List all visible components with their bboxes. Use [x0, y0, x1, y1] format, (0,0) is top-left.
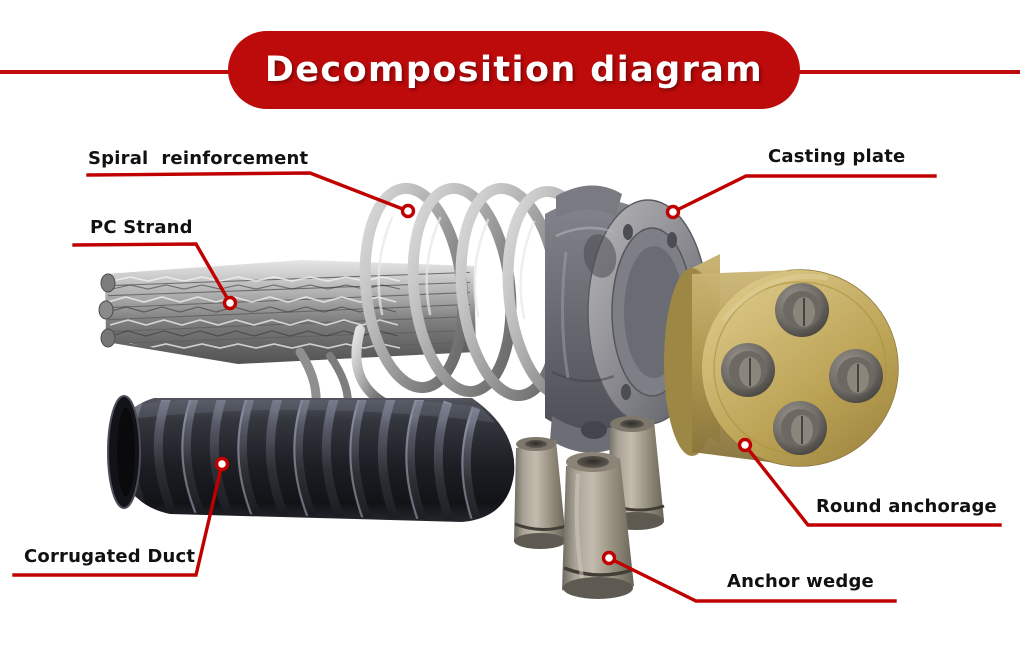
header-rule-left: [0, 70, 245, 74]
title-banner: Decomposition diagram: [228, 31, 800, 109]
page-title: Decomposition diagram: [264, 50, 764, 90]
corrugated-duct-photo: [107, 395, 515, 522]
callout-label-spiral-reinforcement: Spiral reinforcement: [88, 148, 309, 169]
round-anchorage-photo: [664, 254, 899, 467]
anchorage-holes: [721, 283, 883, 455]
anchor-wedge-photo: [514, 416, 665, 599]
callout-label-pc-strand: PC Strand: [90, 217, 193, 238]
header-rule-right: [775, 70, 1020, 74]
spiral-reinforcement-highlight: [377, 216, 536, 320]
callout-label-casting-plate: Casting plate: [768, 146, 906, 167]
